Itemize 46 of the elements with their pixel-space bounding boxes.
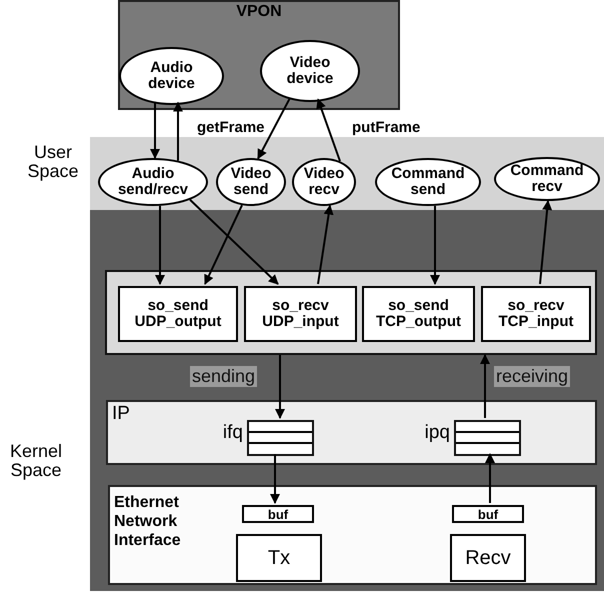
layer-label: IP: [112, 404, 130, 424]
arrow: [270, 454, 280, 504]
band-title: VPON: [235, 4, 283, 21]
socket-box: so_recv UDP_input: [244, 286, 357, 342]
process-ellipse: Command send: [375, 158, 481, 206]
process-ellipse: Command recv: [494, 157, 600, 201]
queue-drawing: [454, 420, 521, 456]
arrow: [480, 354, 490, 418]
application-band: [118, 0, 400, 110]
arrow: [316, 98, 341, 162]
network-interface-panel: [108, 485, 597, 585]
arrow: [257, 97, 291, 160]
arrow: [485, 453, 495, 503]
process-ellipse: Video recv: [292, 158, 356, 206]
arrow: [430, 206, 440, 285]
process-ellipse: Video send: [216, 158, 286, 206]
ip-layer-panel: [106, 400, 597, 465]
arrow: [150, 102, 160, 160]
layer-label: Ethernet Network Interface: [114, 493, 182, 551]
device-box: Tx: [236, 534, 322, 582]
socket-box: so_send TCP_output: [362, 286, 475, 342]
queue-label: ipq: [424, 422, 450, 444]
queue-drawing: [247, 420, 314, 456]
arrow: [539, 200, 552, 284]
call-label: putFrame: [352, 119, 420, 136]
buffer-box: buf: [242, 505, 314, 523]
arrow: [173, 102, 183, 161]
process-ellipse: Audio send/recv: [98, 158, 208, 206]
process-ellipse: Video device: [260, 40, 360, 102]
space-label: User Space: [26, 143, 80, 181]
buffer-box: buf: [452, 505, 524, 523]
arrow: [204, 204, 243, 285]
call-label: getFrame: [197, 119, 265, 136]
process-ellipse: Audio device: [119, 47, 224, 105]
edge-label: receiving: [494, 366, 570, 387]
device-box: Recv: [450, 534, 526, 582]
queue-label: ifq: [222, 422, 243, 444]
arrow: [189, 199, 279, 285]
arrow: [275, 355, 285, 419]
arrow: [317, 204, 334, 284]
socket-panel: [105, 270, 597, 355]
socket-box: so_send UDP_output: [118, 286, 238, 342]
edge-label: sending: [190, 366, 258, 387]
space-label: Kernel Space: [8, 442, 64, 480]
arrow: [155, 206, 165, 285]
socket-box: so_recv TCP_input: [481, 286, 591, 342]
